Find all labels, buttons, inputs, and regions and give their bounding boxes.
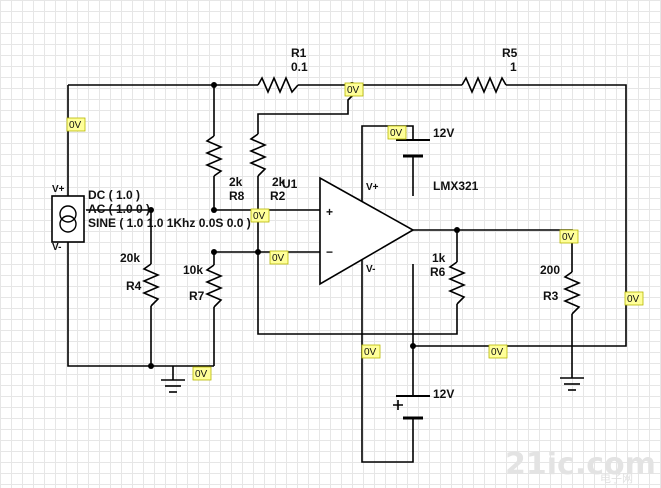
resistor-r6[interactable] (447, 261, 467, 305)
voltage-probe[interactable]: 0V (361, 344, 381, 359)
source-vminus-label: V- (52, 242, 61, 253)
op-amp-plus-sign: + (326, 205, 333, 219)
op-amp-name-label: U1 (282, 177, 298, 191)
r2-value-label: 2k (272, 175, 286, 189)
voltage-probe[interactable]: 0V (250, 208, 270, 223)
source-sine-label: SINE ( 1.0 1.0 1Khz 0.0S 0.0 ) (88, 216, 251, 230)
svg-text:0V: 0V (627, 294, 640, 305)
svg-text:0V: 0V (390, 128, 403, 139)
r6-name-label: R6 (430, 265, 446, 279)
source-dc-label: DC ( 1.0 ) (88, 188, 140, 202)
r5-value-label: 1 (510, 60, 517, 74)
r7-name-label: R7 (189, 289, 205, 303)
op-amp-part-label: LMX321 (433, 179, 479, 193)
watermark-logo: 21ic.com (505, 447, 656, 482)
svg-text:0V: 0V (364, 347, 377, 358)
current-source[interactable] (51, 195, 85, 243)
ground-symbol-right (560, 377, 584, 391)
r7-value-label: 10k (183, 263, 203, 277)
svg-text:0V: 0V (0, 0, 13, 3)
op-amp-minus-sign: − (326, 245, 333, 259)
voltage-probe[interactable]: 0V (66, 117, 86, 132)
r8-name-label: R8 (229, 189, 245, 203)
svg-text:0V: 0V (347, 85, 360, 96)
op-amp-vminus-label: V- (366, 264, 375, 275)
source-coil-icon (59, 205, 77, 223)
voltage-probe[interactable]: 0V (344, 82, 364, 97)
battery-bottom-value: 12V (433, 387, 454, 401)
voltage-probe[interactable]: 0V (559, 229, 579, 244)
op-amp-vplus-label: V+ (366, 182, 379, 193)
r8-value-label: 2k (229, 175, 243, 189)
r5-name-label: R5 (502, 46, 518, 60)
r3-value-label: 200 (540, 263, 560, 277)
r4-name-label: R4 (126, 279, 142, 293)
ground-symbol-left (161, 379, 185, 393)
resistor-r7[interactable] (204, 264, 224, 308)
watermark-sub: 电子网 (600, 472, 633, 485)
r6-value-label: 1k (432, 251, 446, 265)
source-ac-label: AC ( 1.0 0 ) (88, 202, 150, 216)
r2-name-label: R2 (270, 189, 286, 203)
voltage-probe[interactable]: 0V (192, 366, 212, 381)
svg-text:0V: 0V (491, 347, 504, 358)
voltage-probe[interactable]: 0V (488, 344, 508, 359)
resistor-r3[interactable] (562, 271, 582, 315)
resistor-r8[interactable] (204, 135, 224, 177)
voltage-probe[interactable]: 0V (0, 0, 13, 3)
battery-bottom[interactable] (393, 395, 430, 420)
voltage-probe[interactable]: 0V (624, 291, 644, 306)
resistor-r4[interactable] (141, 263, 161, 307)
r4-value-label: 20k (120, 251, 140, 265)
source-coil-icon-2 (59, 215, 77, 233)
battery-bottom-plus-icon (393, 400, 403, 410)
resistor-r2[interactable] (248, 133, 268, 177)
voltage-probe[interactable]: 0V (387, 125, 407, 140)
svg-text:0V: 0V (562, 232, 575, 243)
voltage-probe[interactable]: 0V (269, 250, 289, 265)
r1-value-label: 0.1 (291, 60, 308, 74)
r3-name-label: R3 (543, 289, 559, 303)
svg-text:0V: 0V (253, 211, 266, 222)
svg-text:0V: 0V (195, 369, 208, 380)
svg-text:0V: 0V (69, 120, 82, 131)
r1-name-label: R1 (291, 46, 307, 60)
source-vplus-label: V+ (52, 184, 65, 195)
resistor-r5[interactable] (461, 75, 507, 95)
op-amp-u1[interactable]: + − V+ V- (319, 176, 415, 286)
resistor-r1[interactable] (257, 75, 299, 95)
battery-top-value: 12V (433, 126, 454, 140)
svg-text:0V: 0V (272, 253, 285, 264)
